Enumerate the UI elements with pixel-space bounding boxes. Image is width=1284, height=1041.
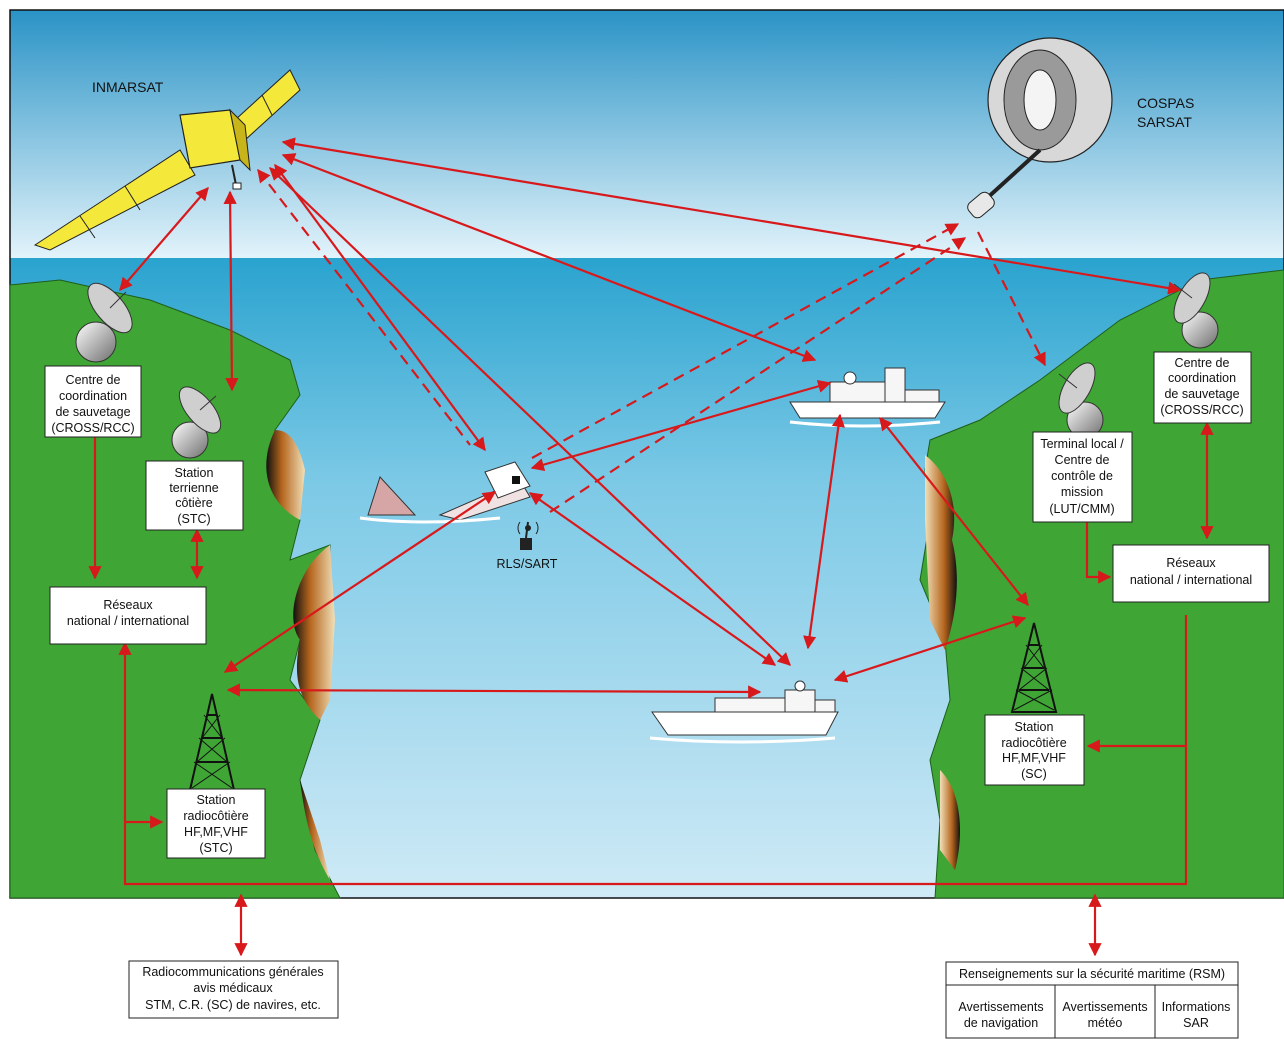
left-ces-line1: Station bbox=[175, 466, 214, 480]
right-coast-station-line1: Station bbox=[1015, 720, 1054, 734]
left-network-line2: national / international bbox=[67, 614, 189, 628]
left-coast-station-line4: (STC) bbox=[199, 841, 232, 855]
left-ces-line4: (STC) bbox=[177, 512, 210, 526]
general-comms-box: Radiocommunications générales avis médic… bbox=[128, 960, 339, 1019]
right-rcc-line2: coordination bbox=[1168, 371, 1236, 385]
beacon-label: RLS/SART bbox=[497, 557, 558, 571]
left-coast-station-box: Station radiocôtière HF,MF,VHF (STC) bbox=[166, 788, 266, 859]
link-inmarsat-left-rcc bbox=[119, 187, 209, 291]
dash-distress-cospas bbox=[531, 223, 960, 459]
right-rcc-line1: Centre de bbox=[1175, 356, 1230, 370]
msi-table: Renseignements sur la sécurité maritime … bbox=[945, 961, 1239, 1039]
dash-cospas-lut bbox=[977, 231, 1046, 367]
general-comms-line3: STM, C.R. (SC) de navires, etc. bbox=[145, 998, 321, 1012]
cospas-label-line1: COSPAS bbox=[1137, 95, 1194, 111]
link-distress-left-coast bbox=[223, 491, 497, 673]
general-comms-line2: avis médicaux bbox=[193, 981, 273, 995]
distress-alert-links bbox=[257, 168, 1046, 513]
ground-network-lines bbox=[88, 421, 1214, 957]
left-ces-line3: côtière bbox=[175, 496, 213, 510]
left-coast-station-line1: Station bbox=[197, 793, 236, 807]
lut-to-network bbox=[1085, 522, 1112, 584]
left-ces-line2: terrienne bbox=[169, 481, 218, 495]
right-rcc-dish-icon bbox=[1173, 272, 1219, 349]
msi-sar-line1: Informations bbox=[1162, 1000, 1231, 1014]
sarsat-label-line2: SARSAT bbox=[1137, 114, 1192, 130]
msi-nav-line1: Avertissements bbox=[958, 1000, 1043, 1014]
left-network-box: Réseaux national / international bbox=[49, 586, 207, 645]
right-lut-line3: contrôle de bbox=[1051, 469, 1113, 483]
dash-inmarsat-distress bbox=[257, 168, 471, 446]
link-lower-ship-right-coast bbox=[833, 615, 1027, 683]
msi-met-line2: météo bbox=[1088, 1016, 1123, 1030]
left-rcc-line2: coordination bbox=[59, 389, 127, 403]
left-rcc-line3: de sauvetage bbox=[55, 405, 130, 419]
left-coast-station-line2: radiocôtière bbox=[183, 809, 248, 823]
right-coast-station-line4: (SC) bbox=[1021, 767, 1047, 781]
link-distress-lower-ship bbox=[528, 492, 777, 666]
right-network-line1: Réseaux bbox=[1166, 556, 1216, 570]
right-coast-station-line2: radiocôtière bbox=[1001, 736, 1066, 750]
right-rcc-box: Centre de coordination de sauvetage (CRO… bbox=[1153, 351, 1252, 424]
radio-links bbox=[119, 137, 1182, 699]
ship-lower-center-icon bbox=[649, 680, 839, 744]
msi-sar-line2: SAR bbox=[1183, 1016, 1209, 1030]
msi-nav-line2: de navigation bbox=[964, 1016, 1038, 1030]
left-coast-station-line3: HF,MF,VHF bbox=[184, 825, 248, 839]
msi-title: Renseignements sur la sécurité maritime … bbox=[959, 967, 1225, 981]
left-ces-box: Station terrienne côtière (STC) bbox=[145, 460, 244, 531]
inmarsat-label: INMARSAT bbox=[92, 79, 164, 95]
right-coast-station-line3: HF,MF,VHF bbox=[1002, 751, 1066, 765]
general-comms-line1: Radiocommunications générales bbox=[142, 965, 323, 979]
link-left-coast-lower-ship bbox=[226, 683, 762, 699]
link-upper-ship-lower-ship bbox=[803, 413, 845, 650]
left-rcc-line1: Centre de bbox=[66, 373, 121, 387]
link-distress-upper-ship bbox=[530, 379, 832, 472]
msi-met-line1: Avertissements bbox=[1062, 1000, 1147, 1014]
link-upper-ship-right-coast bbox=[879, 416, 1029, 607]
right-lut-line4: mission bbox=[1061, 485, 1103, 499]
right-lut-line1: Terminal local / bbox=[1040, 437, 1124, 451]
right-rcc-line3: de sauvetage bbox=[1164, 387, 1239, 401]
right-network-box: Réseaux national / international bbox=[1112, 544, 1270, 603]
national-network-bus bbox=[118, 615, 1188, 886]
left-rcc-box: Centre de coordination de sauvetage (CRO… bbox=[44, 365, 142, 438]
right-coast-station-box: Station radiocôtière HF,MF,VHF (SC) bbox=[984, 714, 1085, 786]
right-lut-dish-icon bbox=[1058, 362, 1104, 439]
left-ces-dish-icon bbox=[171, 386, 222, 459]
left-network-line1: Réseaux bbox=[103, 598, 153, 612]
right-lut-line2: Centre de bbox=[1055, 453, 1110, 467]
right-rcc-line4: (CROSS/RCC) bbox=[1160, 403, 1243, 417]
left-rcc-line4: (CROSS/RCC) bbox=[51, 421, 134, 435]
left-rcc-dish-icon bbox=[75, 282, 133, 363]
right-network-line2: national / international bbox=[1130, 573, 1252, 587]
right-lut-box: Terminal local / Centre de contrôle de m… bbox=[1032, 431, 1133, 523]
link-inmarsat-ces bbox=[223, 190, 239, 392]
dash-beacon-cospas bbox=[549, 237, 967, 513]
right-lut-line5: (LUT/CMM) bbox=[1049, 502, 1114, 516]
